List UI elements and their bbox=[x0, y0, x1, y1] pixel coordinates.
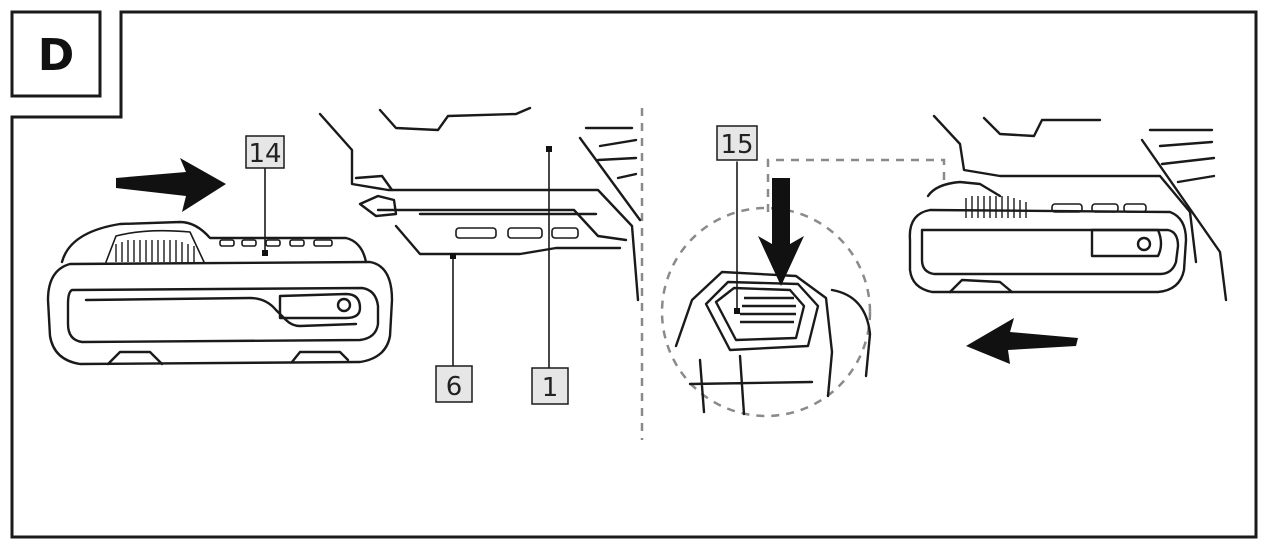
panel-tag-box bbox=[10, 10, 102, 98]
tool-with-battery-right bbox=[908, 114, 1228, 302]
battery-pack-left bbox=[46, 220, 394, 366]
arrow-right-icon bbox=[116, 158, 226, 212]
callout-14-box bbox=[245, 135, 285, 169]
callout-6-label: 6 bbox=[446, 372, 463, 402]
callout-1-label: 1 bbox=[542, 373, 559, 403]
battery-grill bbox=[115, 240, 195, 262]
leader-6-dot bbox=[450, 253, 456, 259]
detail-connector bbox=[766, 158, 946, 212]
panel-tag-letter: D bbox=[38, 30, 75, 81]
leader-15-dot bbox=[734, 308, 740, 314]
detail-circle bbox=[660, 206, 872, 418]
callout-15-box bbox=[716, 125, 758, 161]
callout-1-box bbox=[531, 367, 569, 405]
tool-base-left bbox=[318, 106, 642, 302]
outer-frame bbox=[10, 10, 1258, 539]
callout-6-box bbox=[435, 365, 473, 403]
arrow-left-icon bbox=[966, 318, 1078, 364]
release-button-detail bbox=[674, 270, 872, 416]
callout-15-label: 15 bbox=[720, 130, 753, 160]
callout-14-label: 14 bbox=[248, 139, 281, 169]
arrow-down-icon bbox=[758, 178, 804, 286]
leader-14-dot bbox=[262, 250, 268, 256]
leader-1-dot bbox=[546, 146, 552, 152]
